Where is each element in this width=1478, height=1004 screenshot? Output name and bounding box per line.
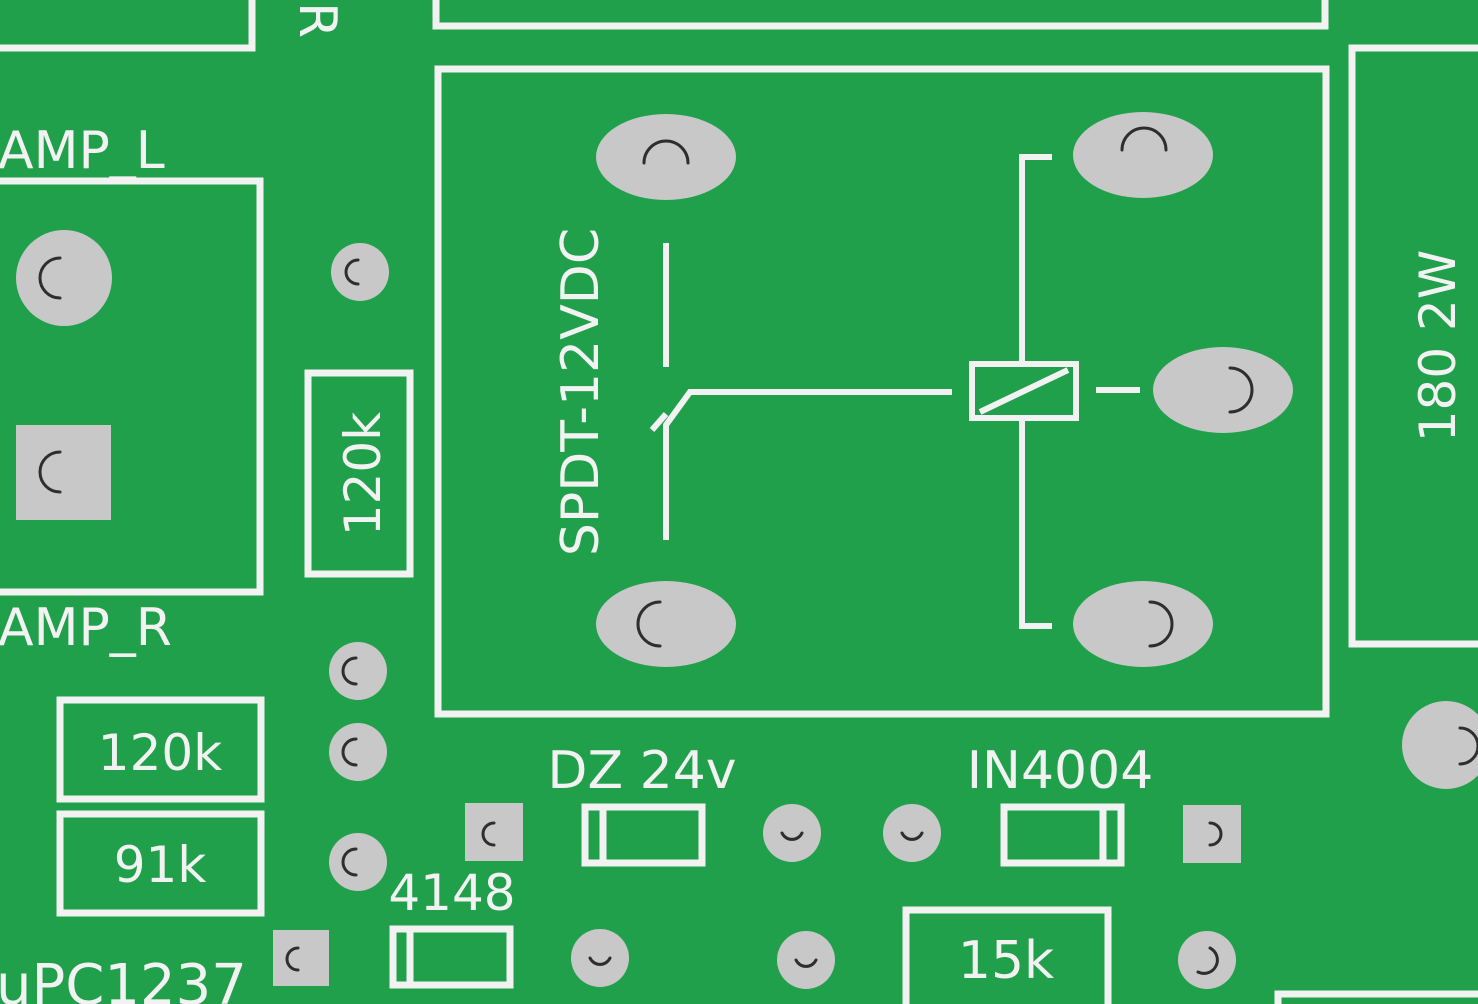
resistor-15k-outline: [902, 906, 1112, 1004]
diode-pad-round: [883, 804, 941, 862]
label-relay: SPDT-12VDC: [551, 228, 611, 556]
relay-pad-top-left: [596, 114, 736, 200]
label-amp-l: AMP_L: [0, 121, 165, 181]
relay-outline: [434, 65, 1330, 718]
ic-pad-square: [273, 930, 329, 986]
resistor-91k: 91k: [56, 810, 387, 917]
relay-pad-middle-right: [1153, 347, 1293, 433]
label-120k: 120k: [98, 724, 222, 782]
diode-4148-body: [389, 925, 514, 989]
resistor-15k: 15k: [777, 906, 1236, 1004]
label-120k-vertical: 120k: [334, 412, 392, 536]
label-91k: 91k: [114, 836, 207, 894]
diode-body: [1000, 803, 1125, 867]
label-15k: 15k: [958, 931, 1054, 991]
relay-pad-bottom-left: [596, 581, 736, 667]
ic-upc1237: uPC1237: [0, 930, 329, 1004]
relay-coil-lead-bottom: [1019, 418, 1052, 629]
diode-in4004: IN4004: [883, 741, 1241, 867]
relay-switch-arm: [663, 389, 952, 540]
resistor-120k: 120k: [56, 696, 387, 803]
relay-pad-top-right: [1073, 112, 1213, 198]
component-outline-top-left: [0, 0, 256, 52]
component-outline-bottom-right: [1274, 990, 1478, 1004]
label-ic: uPC1237: [0, 953, 247, 1004]
label-4148: 4148: [388, 864, 515, 922]
label-180-2w: 180 2W: [1409, 250, 1467, 443]
diode-pad-square: [1183, 805, 1241, 863]
amp-connector-outline: [0, 177, 264, 596]
relay-coil-lead-top: [1019, 154, 1052, 364]
zener-diode-24v: DZ 24v: [465, 741, 821, 867]
amp-connector-pad-1: [16, 230, 112, 326]
label-r-top: R: [287, 2, 347, 38]
relay-spdt: SPDT-12VDC: [434, 65, 1330, 718]
label-diode: IN4004: [967, 741, 1154, 801]
resistor-180-2w-outline: [1348, 44, 1478, 648]
diode-4148-pad: [571, 929, 629, 987]
resistor-120k-vertical: 120k: [304, 243, 414, 700]
label-amp-r: AMP_R: [0, 598, 172, 658]
resistor-15k-pad-left: [777, 931, 835, 989]
zener-pad-square: [465, 803, 523, 861]
label-zener: DZ 24v: [547, 741, 736, 801]
diode-4148: 4148: [388, 864, 629, 989]
component-outline-top: [432, 0, 1329, 30]
amp-connector-pad-2-square: [16, 425, 111, 520]
zener-body: [581, 803, 706, 867]
resistor-180-2w: 180 2W: [1348, 44, 1478, 789]
zener-pad-round: [763, 804, 821, 862]
resistor-15k-pad-right: [1178, 931, 1236, 989]
relay-pad-bottom-right: [1073, 581, 1213, 667]
